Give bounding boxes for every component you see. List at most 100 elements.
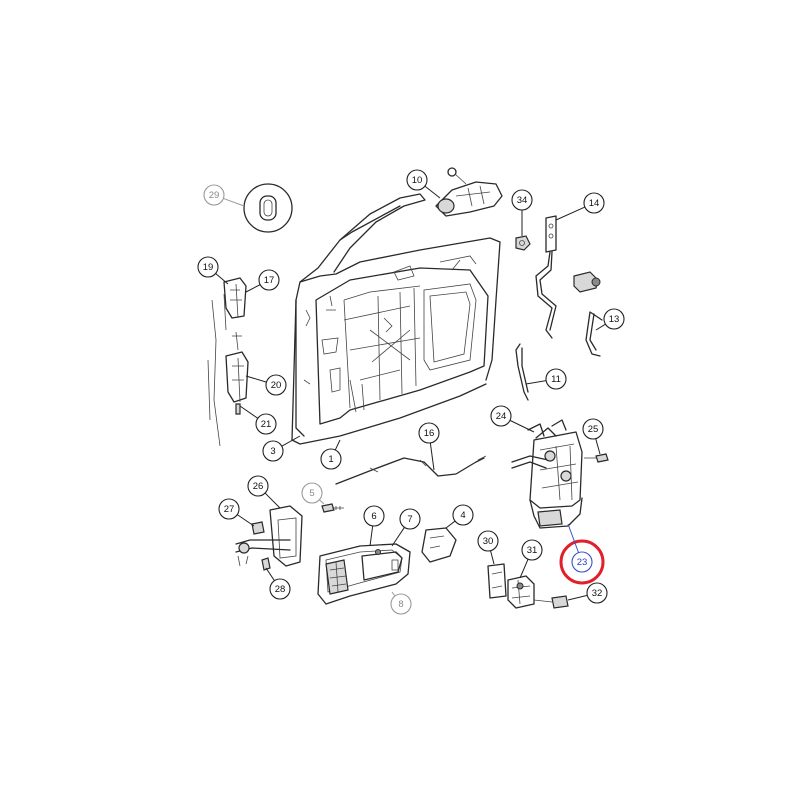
callout-4-circle [452, 504, 474, 526]
callout-6: 6 [363, 505, 385, 547]
lock-rod [535, 215, 557, 339]
callout-32-number: 32 [592, 588, 603, 599]
callout-30-leader [490, 550, 495, 565]
callout-8-leader [391, 591, 396, 597]
callout-30-circle [477, 530, 499, 552]
callout-23-number: 23 [577, 557, 588, 568]
callout-19-circle [197, 256, 219, 278]
callout-29: 29 [203, 184, 245, 207]
hinge-assembly [207, 277, 249, 447]
check-strap [235, 505, 303, 571]
callout-4: 4 [445, 504, 474, 529]
callout-7-leader [391, 527, 405, 547]
callout-6-circle [363, 505, 385, 527]
callout-11: 11 [525, 368, 567, 390]
cable-16 [335, 455, 487, 485]
rod-13 [585, 311, 603, 357]
callout-21: 21 [239, 405, 277, 435]
callout-24-leader [509, 419, 535, 433]
callout-34-number: 34 [517, 195, 528, 206]
callout-27-circle [218, 498, 240, 520]
callout-17: 17 [245, 269, 280, 293]
callout-21-leader [239, 405, 259, 419]
callout-10: 10 [406, 169, 441, 199]
callout-14-circle [583, 192, 605, 214]
callout-23-leader [567, 523, 580, 553]
callout-27: 27 [218, 498, 255, 527]
callout-31: 31 [519, 539, 543, 579]
callout-5: 5 [301, 482, 325, 505]
highlight-ring [559, 539, 605, 585]
callout-13: 13 [595, 308, 625, 331]
callout-23: 23 [567, 523, 593, 573]
callout-31-leader [519, 558, 529, 579]
callout-34: 34 [511, 189, 533, 236]
callout-6-number: 6 [371, 511, 376, 522]
callout-32-leader [567, 594, 588, 601]
callout-20-leader [245, 375, 267, 383]
callout-1-circle [320, 448, 342, 470]
callout-17-leader [245, 284, 261, 293]
callout-29-circle [203, 184, 225, 206]
handle-cover [421, 527, 457, 563]
latch-assembly [511, 419, 609, 529]
callout-14: 14 [555, 192, 605, 221]
callout-21-circle [255, 413, 277, 435]
callout-1: 1 [320, 439, 342, 470]
callout-16-circle [418, 422, 440, 444]
callout-25-number: 25 [588, 424, 599, 435]
callout-3-number: 3 [270, 446, 275, 457]
callout-28: 28 [265, 567, 291, 600]
callout-25: 25 [582, 418, 604, 455]
callout-34-circle [511, 189, 533, 211]
callout-8: 8 [390, 591, 412, 615]
nut-part [515, 235, 531, 251]
callout-3-leader [281, 435, 301, 447]
callout-17-number: 17 [264, 275, 275, 286]
callout-1-leader [334, 439, 341, 451]
door-shell [291, 193, 501, 445]
callout-30: 30 [477, 530, 499, 565]
callout-10-leader [424, 185, 441, 199]
callout-13-number: 13 [609, 314, 620, 325]
callout-16-number: 16 [424, 428, 435, 439]
callout-14-leader [555, 206, 586, 221]
callout-1-number: 1 [328, 454, 333, 465]
callout-29-number: 29 [209, 190, 220, 201]
callout-24-number: 24 [496, 411, 507, 422]
callout-19: 19 [197, 256, 229, 285]
callout-8-number: 8 [398, 599, 403, 610]
callout-5-leader [319, 499, 325, 505]
callout-7: 7 [391, 508, 421, 547]
callout-21-number: 21 [261, 419, 272, 430]
callout-27-number: 27 [224, 504, 235, 515]
callout-11-leader [525, 380, 547, 385]
callout-7-number: 7 [407, 514, 412, 525]
callout-32-circle [586, 582, 608, 604]
callout-13-leader [595, 323, 606, 331]
callout-19-number: 19 [203, 262, 214, 273]
callout-25-circle [582, 418, 604, 440]
callout-26-number: 26 [253, 481, 264, 492]
callout-11-circle [545, 368, 567, 390]
callout-13-circle [603, 308, 625, 330]
callout-28-number: 28 [275, 584, 286, 595]
outside-handle [435, 167, 503, 217]
callout-26: 26 [247, 475, 281, 509]
callout-26-circle [247, 475, 269, 497]
callout-32: 32 [567, 582, 608, 604]
callout-23-circle [571, 551, 593, 573]
striker [487, 563, 569, 609]
lock-cylinder [573, 271, 601, 293]
callout-3: 3 [262, 435, 301, 462]
callout-26-leader [264, 492, 281, 509]
callout-28-circle [269, 578, 291, 600]
callout-10-number: 10 [412, 175, 423, 186]
callout-31-circle [521, 539, 543, 561]
callout-11-number: 11 [551, 374, 561, 385]
callout-6-leader [369, 525, 374, 547]
callout-4-number: 4 [460, 510, 465, 521]
callout-3-circle [262, 440, 284, 462]
callout-30-number: 30 [483, 536, 494, 547]
